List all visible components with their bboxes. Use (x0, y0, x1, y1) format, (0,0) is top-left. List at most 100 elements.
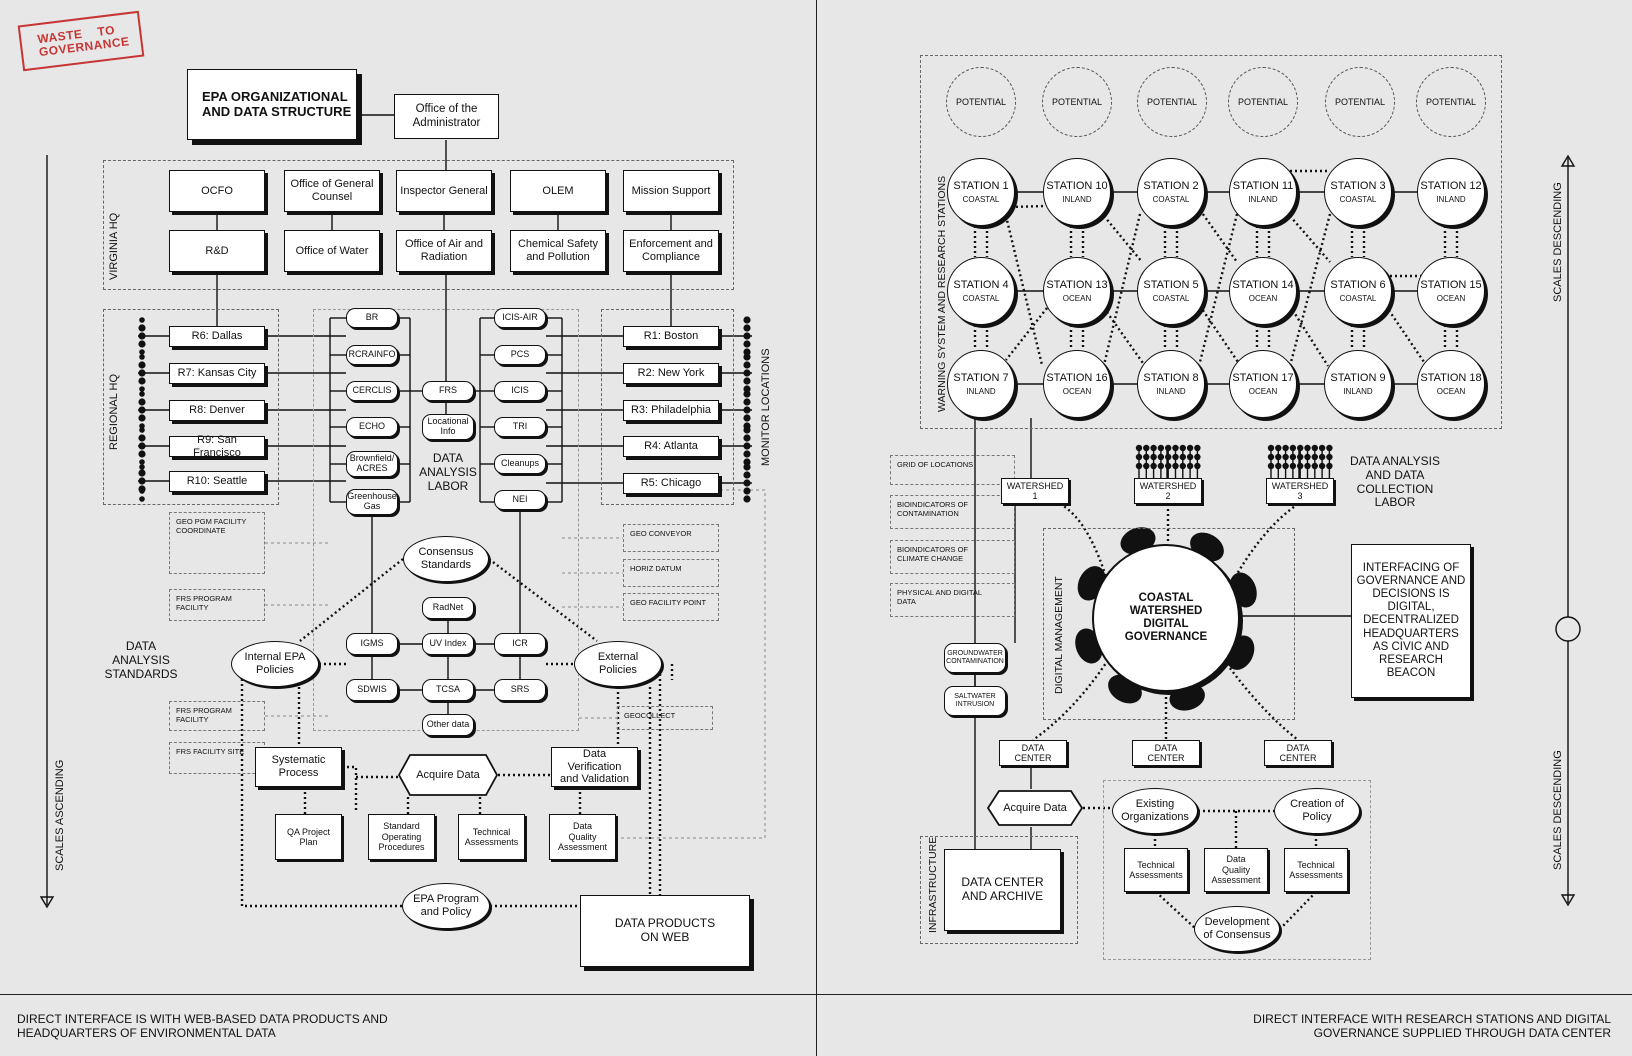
system-icis-air: ICIS-AIR (494, 308, 546, 328)
frs-program-facility-b: FRS PROGRAM FACILITY (169, 701, 265, 731)
external-policies: External Policies (574, 641, 662, 687)
bioindicators-climate: BIOINDICATORS OF CLIMATE CHANGE (890, 540, 1015, 574)
frs-program-facility-a: FRS PROGRAM FACILITY (169, 589, 265, 621)
station-type: INLAND (1062, 194, 1092, 204)
data-sdwis: SDWIS (346, 679, 398, 701)
station-type: OCEAN (1436, 386, 1466, 396)
station-name: STATION 17 (1232, 372, 1294, 385)
epa-program-policy: EPA Program and Policy (402, 883, 490, 929)
center-divider (816, 0, 817, 1056)
potential-station-6: POTENTIAL (1416, 67, 1486, 137)
data-srs: SRS (494, 679, 546, 701)
data-verification: Data Verification and Validation (551, 747, 638, 787)
virginia-hq-label: VIRGINIA HQ (108, 212, 120, 280)
station-name: STATION 12 (1420, 180, 1482, 193)
page-title: EPA ORGANIZATIONAL AND DATA STRUCTURE (187, 69, 357, 140)
geocollect: GEOCOLLECT (617, 706, 713, 730)
potential-station-3: POTENTIAL (1137, 67, 1207, 137)
station-type: OCEAN (1248, 293, 1278, 303)
systematic-process: Systematic Process (255, 747, 342, 787)
data-igms: IGMS (346, 633, 398, 655)
hq-air-radiation: Office of Air and Radiation (396, 230, 492, 272)
governance-process-region (1103, 780, 1371, 960)
system-rcrainfo: RCRAINFO (346, 345, 398, 365)
frs-facility-site: FRS FACILITY SITE (169, 742, 265, 774)
physical-digital-data: PHYSICAL AND DIGITAL DATA (890, 583, 1015, 617)
station-name: STATION 9 (1330, 372, 1386, 385)
acquire-data-left-label: Acquire Data (416, 769, 480, 781)
hq-chemical-safety: Chemical Safety and Pollution (510, 230, 606, 272)
coastal-watershed-governance: COASTAL WATERSHED DIGITAL GOVERNANCE (1092, 544, 1240, 692)
station-name: STATION 5 (1143, 279, 1199, 292)
hq-mission-support: Mission Support (623, 170, 719, 212)
data-center-archive: DATA CENTER AND ARCHIVE (944, 849, 1061, 931)
virginia-hq-region (103, 160, 734, 290)
infrastructure-label: INFRASTRUCTURE (927, 836, 939, 933)
interfacing-governance-note: INTERFACING OF GOVERNANCE AND DECISIONS … (1351, 544, 1471, 698)
infrastructure-region (920, 836, 1078, 944)
geo-conveyor: GEO CONVEYOR (623, 524, 719, 552)
region-r9: R9: San Francisco (169, 434, 265, 459)
station-type: INLAND (1248, 194, 1278, 204)
station-name: STATION 2 (1143, 180, 1199, 193)
system-greenhouse: Greenhouse Gas (346, 489, 398, 515)
potential-station-1: POTENTIAL (946, 67, 1016, 137)
station-type: OCEAN (1248, 386, 1278, 396)
standard-operating-procedures: Standard Operating Procedures (368, 814, 435, 860)
data-analysis-standards-label: DATA ANALYSIS STANDARDS (104, 639, 178, 681)
monitor-locations-label: MONITOR LOCATIONS (760, 348, 772, 466)
existing-organizations: Existing Organizations (1112, 788, 1198, 834)
geo-facility-point: GEO FACILITY POINT (623, 593, 719, 621)
system-cerclis: CERCLIS (346, 381, 398, 401)
hexagon-shape (987, 790, 1083, 826)
potential-station-5: POTENTIAL (1325, 67, 1395, 137)
region-r4: R4: Atlanta (623, 436, 719, 457)
scales-descending-top-label: SCALES DESCENDING (1552, 182, 1564, 302)
station-name: STATION 8 (1143, 372, 1199, 385)
system-cleanups: Cleanups (494, 454, 546, 474)
station-name: STATION 13 (1046, 279, 1108, 292)
data-analysis-labor-region (313, 309, 579, 731)
station-name: STATION 11 (1232, 180, 1294, 193)
bioindicators-contamination: BIOINDICATORS OF CONTAMINATION (890, 495, 1015, 529)
data-center-2: DATA CENTER (1132, 740, 1200, 766)
watershed-2: WATERSHED 2 (1134, 478, 1202, 504)
station-name: STATION 18 (1420, 372, 1482, 385)
data-uv-index: UV Index (422, 633, 474, 655)
station-type: OCEAN (1436, 293, 1466, 303)
hq-ocfo: OCFO (169, 170, 265, 212)
station-type: COASTAL (1339, 194, 1377, 204)
hq-rnd: R&D (169, 230, 265, 272)
data-quality-assessment-right: Data Quality Assessment (1204, 848, 1268, 892)
hq-olem: OLEM (510, 170, 606, 212)
data-center-1: DATA CENTER (999, 740, 1067, 766)
station-name: STATION 1 (953, 180, 1009, 193)
regional-hq-region-left (103, 309, 279, 505)
system-pcs: PCS (494, 345, 546, 365)
technical-assessments-left: Technical Assessments (458, 814, 525, 860)
technical-assessments-right-b: Technical Assessments (1284, 848, 1348, 892)
acquire-data-left: Acquire Data (398, 753, 498, 797)
system-br: BR (346, 308, 398, 328)
station-type: COASTAL (1339, 293, 1377, 303)
station-type: INLAND (1436, 194, 1466, 204)
station-name: STATION 3 (1330, 180, 1386, 193)
region-r5: R5: Chicago (623, 473, 719, 494)
region-r2: R2: New York (623, 363, 719, 384)
station-name: STATION 6 (1330, 279, 1386, 292)
internal-epa-policies: Internal EPA Policies (231, 641, 319, 687)
system-echo: ECHO (346, 417, 398, 437)
